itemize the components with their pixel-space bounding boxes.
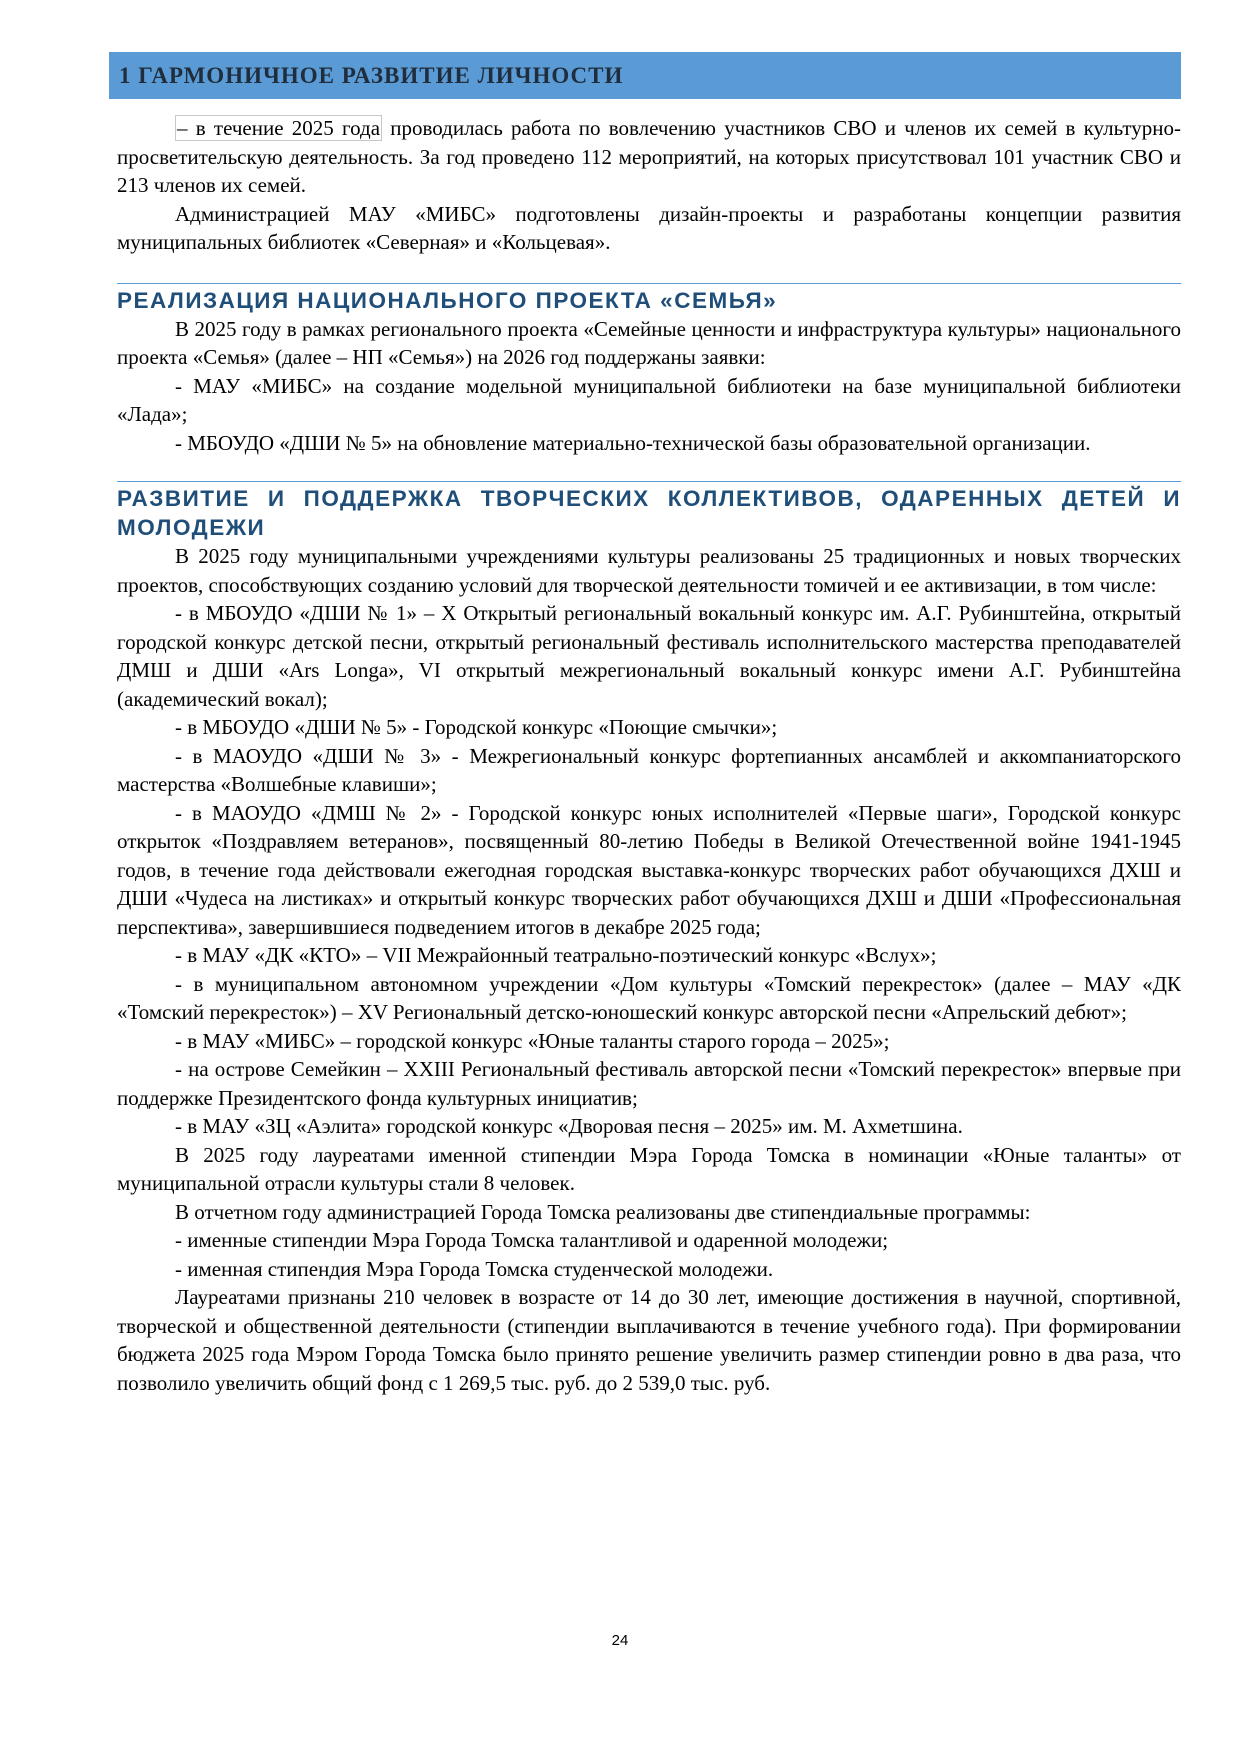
section2-list-item: - именная стипендия Мэра Города Томска с… — [175, 1256, 774, 1281]
section-family-project: РЕАЛИЗАЦИЯ НАЦИОНАЛЬНОГО ПРОЕКТА «СЕМЬЯ»… — [117, 282, 1181, 458]
section1-list-item: - МАУ «МИБС» на создание модельной муниц… — [117, 373, 1181, 427]
section2-paragraph: Лауреатами признаны 210 человек в возрас… — [117, 1285, 1181, 1395]
section2-list-item: - в МБОУДО «ДШИ № 1» – X Открытый регион… — [117, 601, 1181, 711]
intro-paragraph-1: – в течение 2025 года проводилась работа… — [117, 114, 1181, 200]
section2-list-item: - в МБОУДО «ДШИ № 5» - Городской конкурс… — [175, 715, 778, 739]
highlighted-text: – в течение 2025 года — [175, 115, 383, 141]
section-title-creative-collectives: РАЗВИТИЕ И ПОДДЕРЖКА ТВОРЧЕСКИХ КОЛЛЕКТИ… — [117, 486, 1181, 540]
section2-list-item: - именные стипендии Мэра Города Томска т… — [175, 1228, 889, 1252]
section2-paragraph: В 2025 году лауреатами именной стипендии… — [117, 1142, 1181, 1196]
page-content: – в течение 2025 года проводилась работа… — [117, 114, 1181, 1397]
intro-paragraph-2: Администрацией МАУ «МИБС» подготовлены д… — [117, 201, 1181, 255]
section2-list-item: - в МАУ «МИБС» – городской конкурс «Юные… — [175, 1028, 890, 1053]
chapter-header-bar: 1 ГАРМОНИЧНОЕ РАЗВИТИЕ ЛИЧНОСТИ — [109, 52, 1181, 99]
chapter-title: 1 ГАРМОНИЧНОЕ РАЗВИТИЕ ЛИЧНОСТИ — [119, 62, 624, 88]
section2-paragraph: В отчетном году администрацией Города То… — [175, 1199, 1031, 1224]
section2-list-item: - в МАОУДО «ДМШ № 2» - Городской конкурс… — [117, 800, 1181, 939]
section2-list-item: - в МАУ «ДК «КТО» – VII Межрайонный теат… — [175, 943, 937, 967]
section-creative-collectives: РАЗВИТИЕ И ПОДДЕРЖКА ТВОРЧЕСКИХ КОЛЛЕКТИ… — [117, 481, 1181, 1397]
section2-list-item: - в МАОУДО «ДШИ № 3» - Межрегиональный к… — [117, 743, 1181, 797]
section-title-family-project: РЕАЛИЗАЦИЯ НАЦИОНАЛЬНОГО ПРОЕКТА «СЕМЬЯ» — [117, 287, 778, 313]
section2-list-item: - на острове Семейкин – XXIII Региональн… — [117, 1057, 1181, 1110]
section2-paragraph: В 2025 году муниципальными учреждениями … — [117, 544, 1181, 597]
section1-list-item: - МБОУДО «ДШИ № 5» на обновление материа… — [175, 430, 1091, 455]
page-number: 24 — [611, 1632, 629, 1649]
intro-paragraph-1-text: проводилась работа по вовлечению участни… — [117, 116, 1182, 197]
section2-list-item: - в МАУ «ЗЦ «Аэлита» городской конкурс «… — [175, 1114, 963, 1138]
section2-list-item: - в муниципальном автономном учреждении … — [117, 971, 1181, 1025]
section1-paragraph: В 2025 году в рамках регионального проек… — [117, 316, 1181, 370]
